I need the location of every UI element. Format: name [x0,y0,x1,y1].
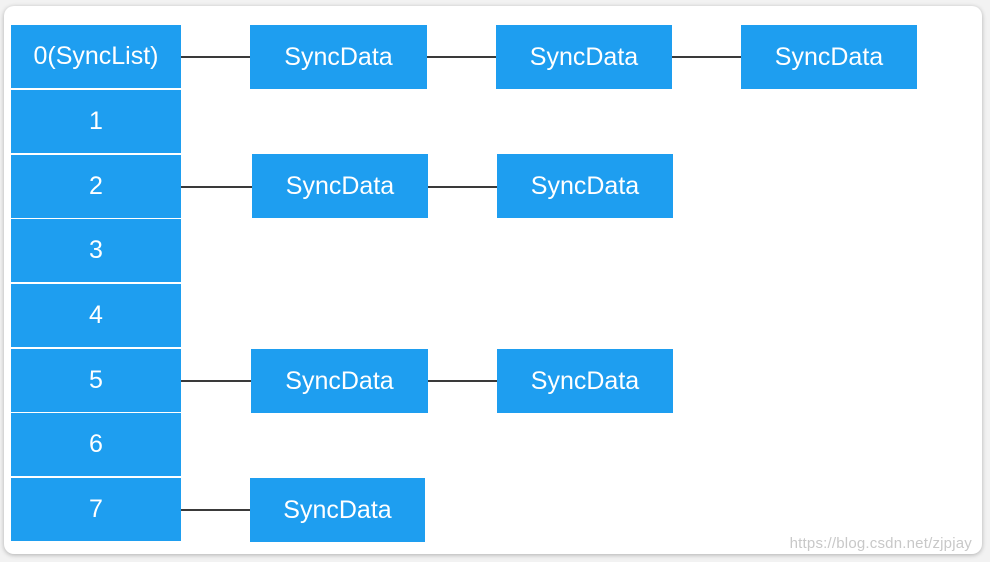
bucket-7: 7 [11,478,181,541]
link-bucket7-node1 [181,509,250,511]
watermark-text: https://blog.csdn.net/zjpjay [789,535,972,552]
syncdata-node: SyncData [497,349,673,413]
bucket-2: 2 [11,155,181,218]
syncdata-node: SyncData [741,25,917,89]
syncdata-node: SyncData [252,154,428,218]
link-bucket2-node1 [181,186,252,188]
link-row2-node1-node2 [428,186,497,188]
bucket-6: 6 [11,413,181,476]
bucket-5: 5 [11,349,181,412]
syncdata-node: SyncData [251,349,428,413]
syncdata-node: SyncData [497,154,673,218]
link-bucket0-node1 [181,56,250,58]
syncdata-node: SyncData [496,25,672,89]
link-bucket5-node1 [181,380,251,382]
bucket-0: 0(SyncList) [11,25,181,88]
diagram-card: 0(SyncList) 1 2 3 4 5 6 7 SyncData SyncD… [4,6,982,554]
link-row0-node2-node3 [672,56,741,58]
syncdata-node: SyncData [250,25,427,89]
link-row0-node1-node2 [427,56,496,58]
bucket-3: 3 [11,219,181,282]
syncdata-node: SyncData [250,478,425,542]
bucket-4: 4 [11,284,181,347]
link-row5-node1-node2 [428,380,497,382]
bucket-1: 1 [11,90,181,153]
